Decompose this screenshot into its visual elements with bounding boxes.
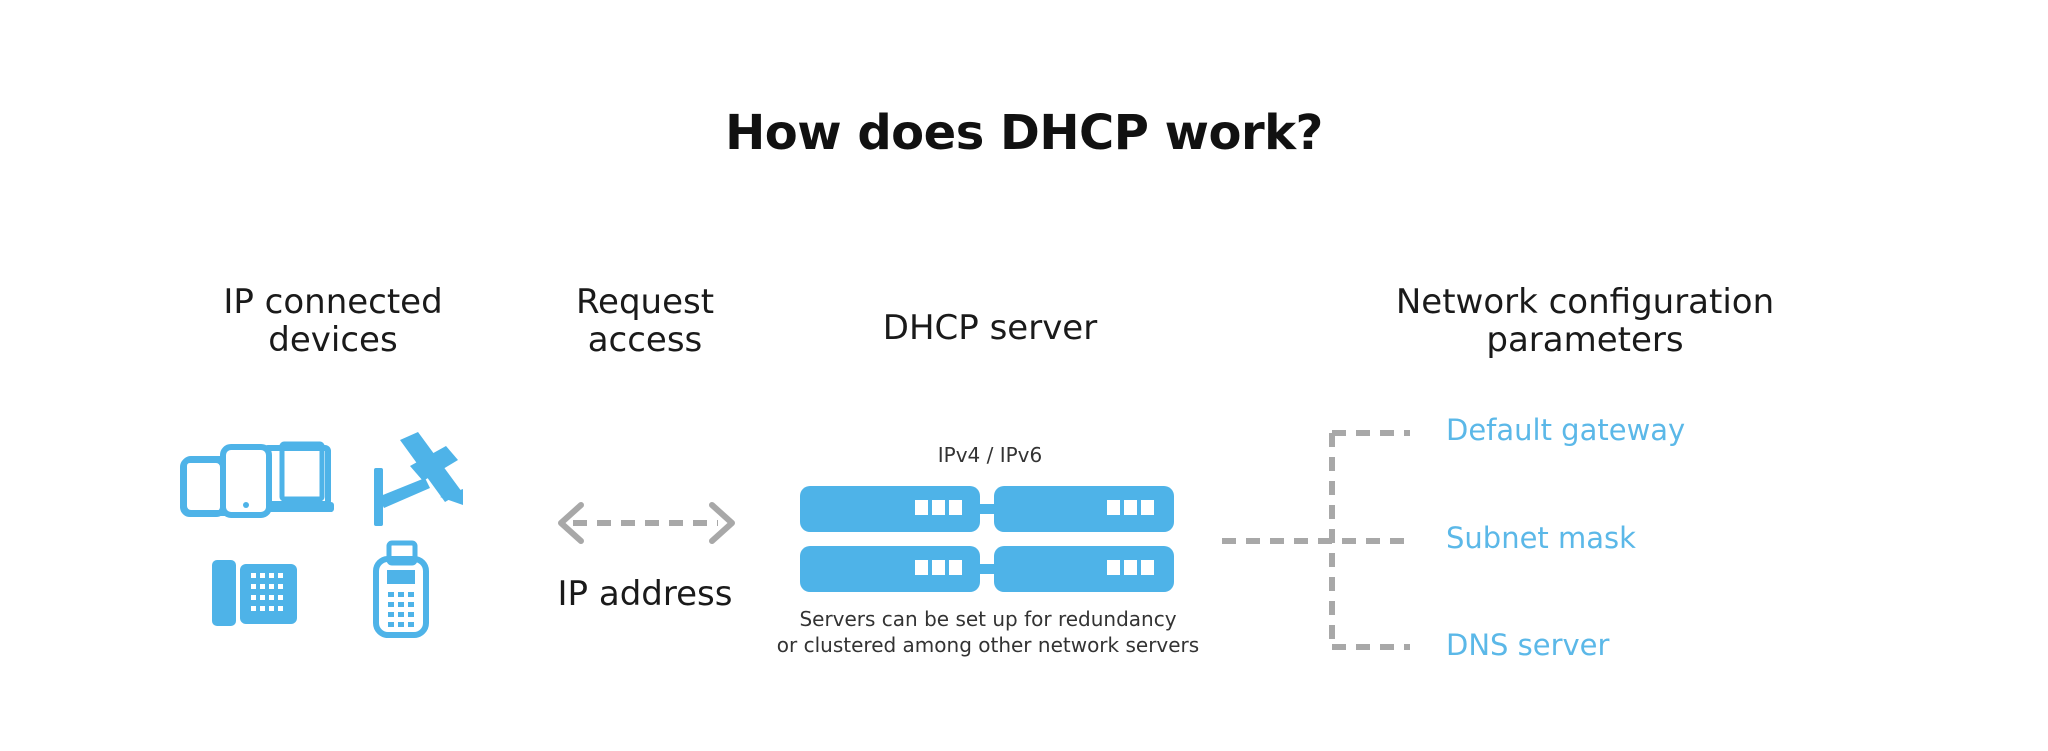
server-rack-icon	[800, 486, 1174, 592]
server-protocol-label: IPv4 / IPv6	[937, 443, 1043, 467]
param-default-gateway: Default gateway	[1446, 413, 1686, 447]
card-terminal-icon	[373, 540, 429, 638]
security-camera-icon	[374, 432, 463, 526]
request-arrow	[558, 502, 735, 544]
heading-devices: IP connected devices	[223, 282, 443, 360]
heading-request-access: Request access	[575, 282, 715, 360]
desk-phone-icon	[212, 560, 297, 626]
heading-dhcp-server: DHCP server	[882, 308, 1098, 348]
heading-network-parameters: Network configuration parameters	[1395, 282, 1775, 360]
devices-icon-fill	[180, 444, 334, 518]
parameter-connector	[1222, 430, 1410, 650]
param-dns-server: DNS server	[1446, 628, 1610, 662]
param-subnet-mask: Subnet mask	[1446, 521, 1636, 555]
server-note: Servers can be set up for redundancy or …	[776, 607, 1200, 657]
page-title: How does DHCP work?	[725, 105, 1323, 161]
ip-address-label: IP address	[557, 574, 733, 614]
